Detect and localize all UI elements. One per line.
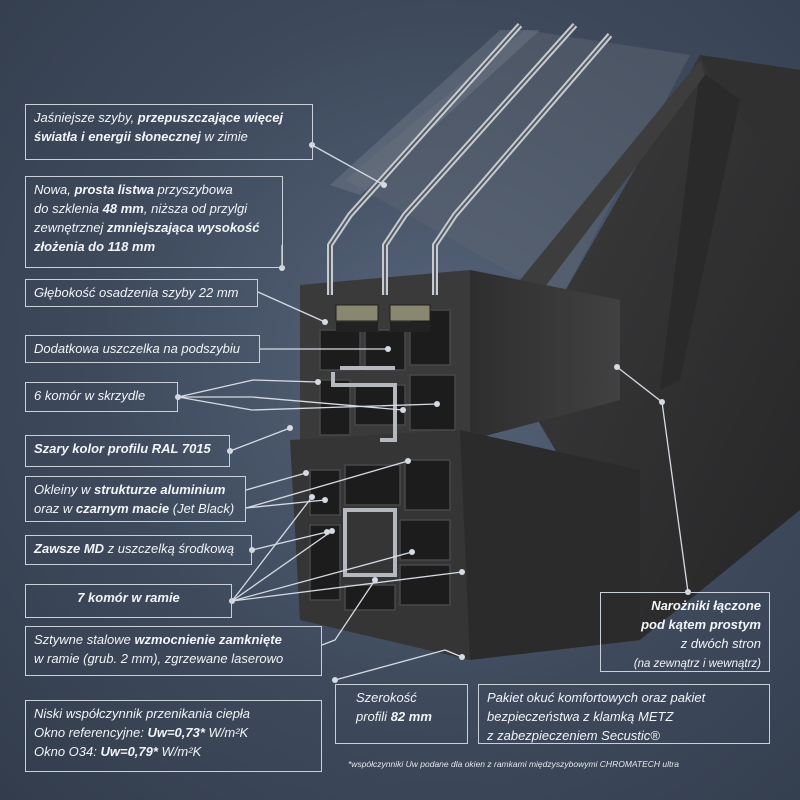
label-heat-transfer: Niski współczynnik przenikania ciepła Ok… bbox=[25, 700, 322, 772]
label-extra-seal: Dodatkowa uszczelka na podszybiu bbox=[25, 335, 260, 363]
label-brighter-glass: Jaśniejsze szyby, przepuszczające więcej… bbox=[25, 104, 313, 160]
footnote: *współczynniki Uw podane dla okien z ram… bbox=[348, 759, 679, 769]
label-ral-color: Szary kolor profilu RAL 7015 bbox=[25, 435, 230, 467]
label-glazing-bead: Nowa, prosta listwa przyszybowa do szkle… bbox=[25, 176, 283, 268]
label-md-seal: Zawsze MD z uszczelką środkową bbox=[25, 535, 252, 565]
label-glass-depth: Głębokość osadzenia szyby 22 mm bbox=[25, 279, 258, 307]
label-sash-chambers: 6 komór w skrzydle bbox=[25, 382, 178, 412]
label-hardware: Pakiet okuć komfortowych oraz pakiet bez… bbox=[478, 684, 770, 744]
label-frame-chambers: 7 komór w ramie bbox=[25, 584, 232, 618]
label-profile-width: Szerokość profili 82 mm bbox=[335, 684, 468, 744]
label-steel-reinforcement: Sztywne stalowe wzmocnienie zamknięte w … bbox=[25, 626, 322, 676]
label-veneers: Okleiny w strukturze aluminium oraz w cz… bbox=[25, 476, 246, 522]
label-corners: Narożniki łączone pod kątem prostym z dw… bbox=[600, 592, 770, 672]
glass-pane bbox=[345, 30, 690, 300]
